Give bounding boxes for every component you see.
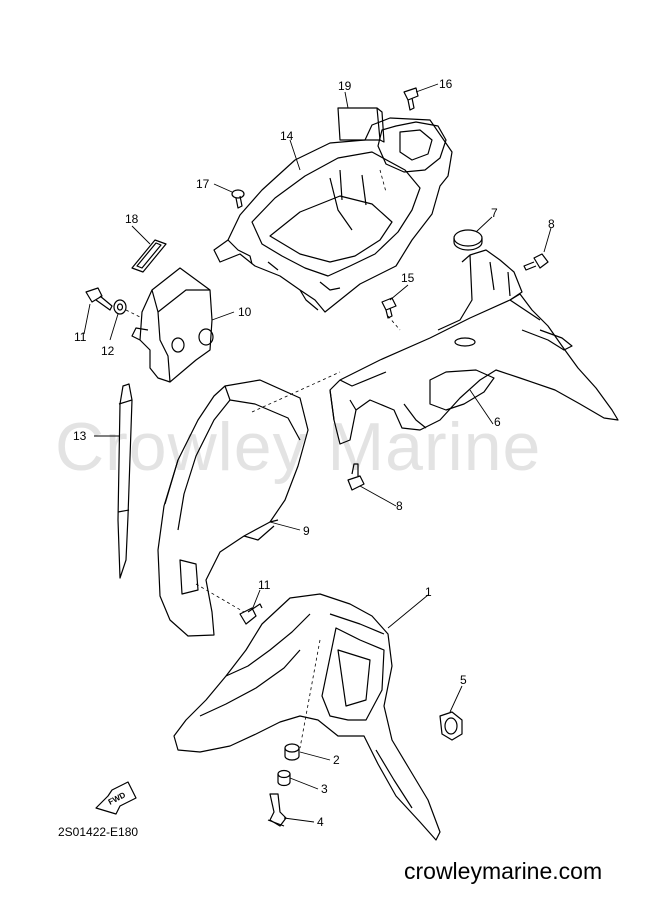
callout-6: 6 xyxy=(494,415,501,429)
part-14-storage-tray[interactable] xyxy=(214,118,452,312)
part-3-damper[interactable] xyxy=(278,771,290,786)
part-9-rear-mudguard[interactable] xyxy=(158,380,308,636)
part-4-bolt[interactable] xyxy=(268,794,286,826)
callout-12: 12 xyxy=(101,344,115,358)
part-8-bolt-lower[interactable] xyxy=(348,464,364,490)
website-link[interactable]: crowleymarine.com xyxy=(404,858,603,884)
callout-11-upper: 11 xyxy=(74,330,87,344)
callout-11-lower: 11 xyxy=(258,578,271,592)
callout-2: 2 xyxy=(333,753,340,767)
watermark-text: Crowley Marine xyxy=(55,409,542,485)
callout-8-lower: 8 xyxy=(396,499,403,513)
part-8-bolt-upper[interactable] xyxy=(524,254,548,270)
part-1-front-fender[interactable] xyxy=(174,594,440,840)
callout-10: 10 xyxy=(238,305,252,319)
diagram-code: 2S01422-E180 xyxy=(58,825,139,839)
part-11-bolt-upper[interactable] xyxy=(86,288,112,310)
callout-8-upper: 8 xyxy=(548,217,555,231)
part-6-rear-frame[interactable] xyxy=(330,250,618,444)
callout-13: 13 xyxy=(73,429,87,443)
callout-3: 3 xyxy=(321,782,328,796)
part-17-screw[interactable] xyxy=(232,190,244,208)
callout-19: 19 xyxy=(338,79,352,93)
part-13-rod[interactable] xyxy=(118,384,132,578)
part-18-clip[interactable] xyxy=(132,240,166,272)
part-10-electrical-box[interactable] xyxy=(132,268,213,382)
part-7-grommet[interactable] xyxy=(454,230,482,250)
callout-15: 15 xyxy=(401,271,415,285)
part-15-screw[interactable] xyxy=(382,298,396,318)
fwd-arrow-icon xyxy=(96,782,136,814)
callout-1: 1 xyxy=(425,585,432,599)
part-5-grommet[interactable] xyxy=(440,712,462,740)
callout-16: 16 xyxy=(439,77,453,91)
part-2-collar[interactable] xyxy=(285,744,299,760)
callout-9: 9 xyxy=(303,524,310,538)
leader-lines xyxy=(84,84,551,822)
callout-18: 18 xyxy=(125,212,139,226)
dashed-guide-lines xyxy=(126,170,400,748)
callout-5: 5 xyxy=(460,673,467,687)
part-16-bolt[interactable] xyxy=(404,88,418,110)
callout-17: 17 xyxy=(196,177,210,191)
part-12-washer[interactable] xyxy=(114,300,126,314)
part-11-bolt-lower[interactable] xyxy=(240,604,262,624)
callout-14: 14 xyxy=(280,129,294,143)
callout-4: 4 xyxy=(317,815,324,829)
callout-7: 7 xyxy=(491,206,498,220)
part-19-label[interactable] xyxy=(338,108,384,142)
